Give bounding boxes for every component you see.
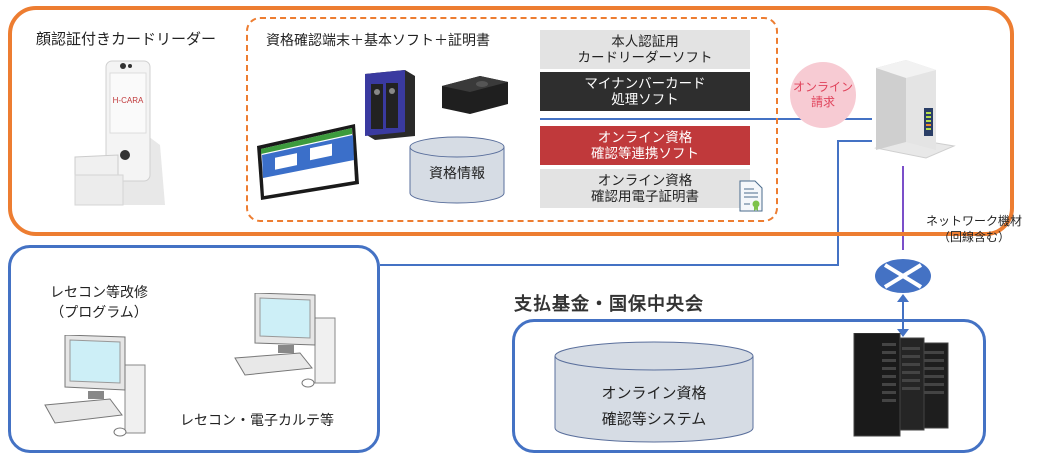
online-billing-badge: オンライン 請求 <box>790 62 856 128</box>
desktop-pc-icon <box>40 334 155 449</box>
qualification-db-cylinder: 資格情報 <box>408 135 506 205</box>
face-reader-title: 顔認証付きカードリーダー <box>36 30 217 48</box>
medical-institution-box <box>8 6 1014 236</box>
terminal-group-title: 資格確認端末＋基本ソフト＋証明書 <box>266 33 490 49</box>
receipt-system-label: レセコン・電子カルテ等 <box>180 413 334 429</box>
certificate-software: オンライン資格 確認用電子証明書 <box>540 169 750 208</box>
brand-logo: H-CARA <box>113 96 144 105</box>
desktop-pc-icon-2 <box>230 292 345 407</box>
network-equipment-label: ネットワーク機材 （回線含む） <box>926 214 1023 244</box>
server-rack-icon <box>852 332 952 442</box>
card-reader-software: 本人認証用 カードリーダーソフト <box>540 30 750 69</box>
fund-title: 支払基金・国保中央会 <box>514 294 704 315</box>
receipt-modification-label: レセコン等改修 （プログラム） <box>50 285 148 321</box>
terminal-group-box <box>246 17 778 222</box>
fund-db-label: オンライン資格 確認等システム <box>601 384 707 428</box>
qualification-db-label: 資格情報 <box>429 166 485 182</box>
linkage-software: オンライン資格 確認等連携ソフト <box>540 126 750 165</box>
mynumber-software: マイナンバーカード 処理ソフト <box>540 72 750 111</box>
fund-system-box <box>512 319 986 453</box>
certificate-icon <box>739 180 763 216</box>
mini-pc-icon <box>440 72 510 121</box>
monitor-icon <box>255 122 360 206</box>
receipt-system-box <box>8 245 380 453</box>
router-icon <box>866 58 956 174</box>
fund-db-cylinder: オンライン資格 確認等システム <box>553 340 755 444</box>
face-reader-device: H-CARA <box>70 55 170 210</box>
network-switch-icon <box>875 259 931 293</box>
nas-device-icon <box>360 70 430 144</box>
